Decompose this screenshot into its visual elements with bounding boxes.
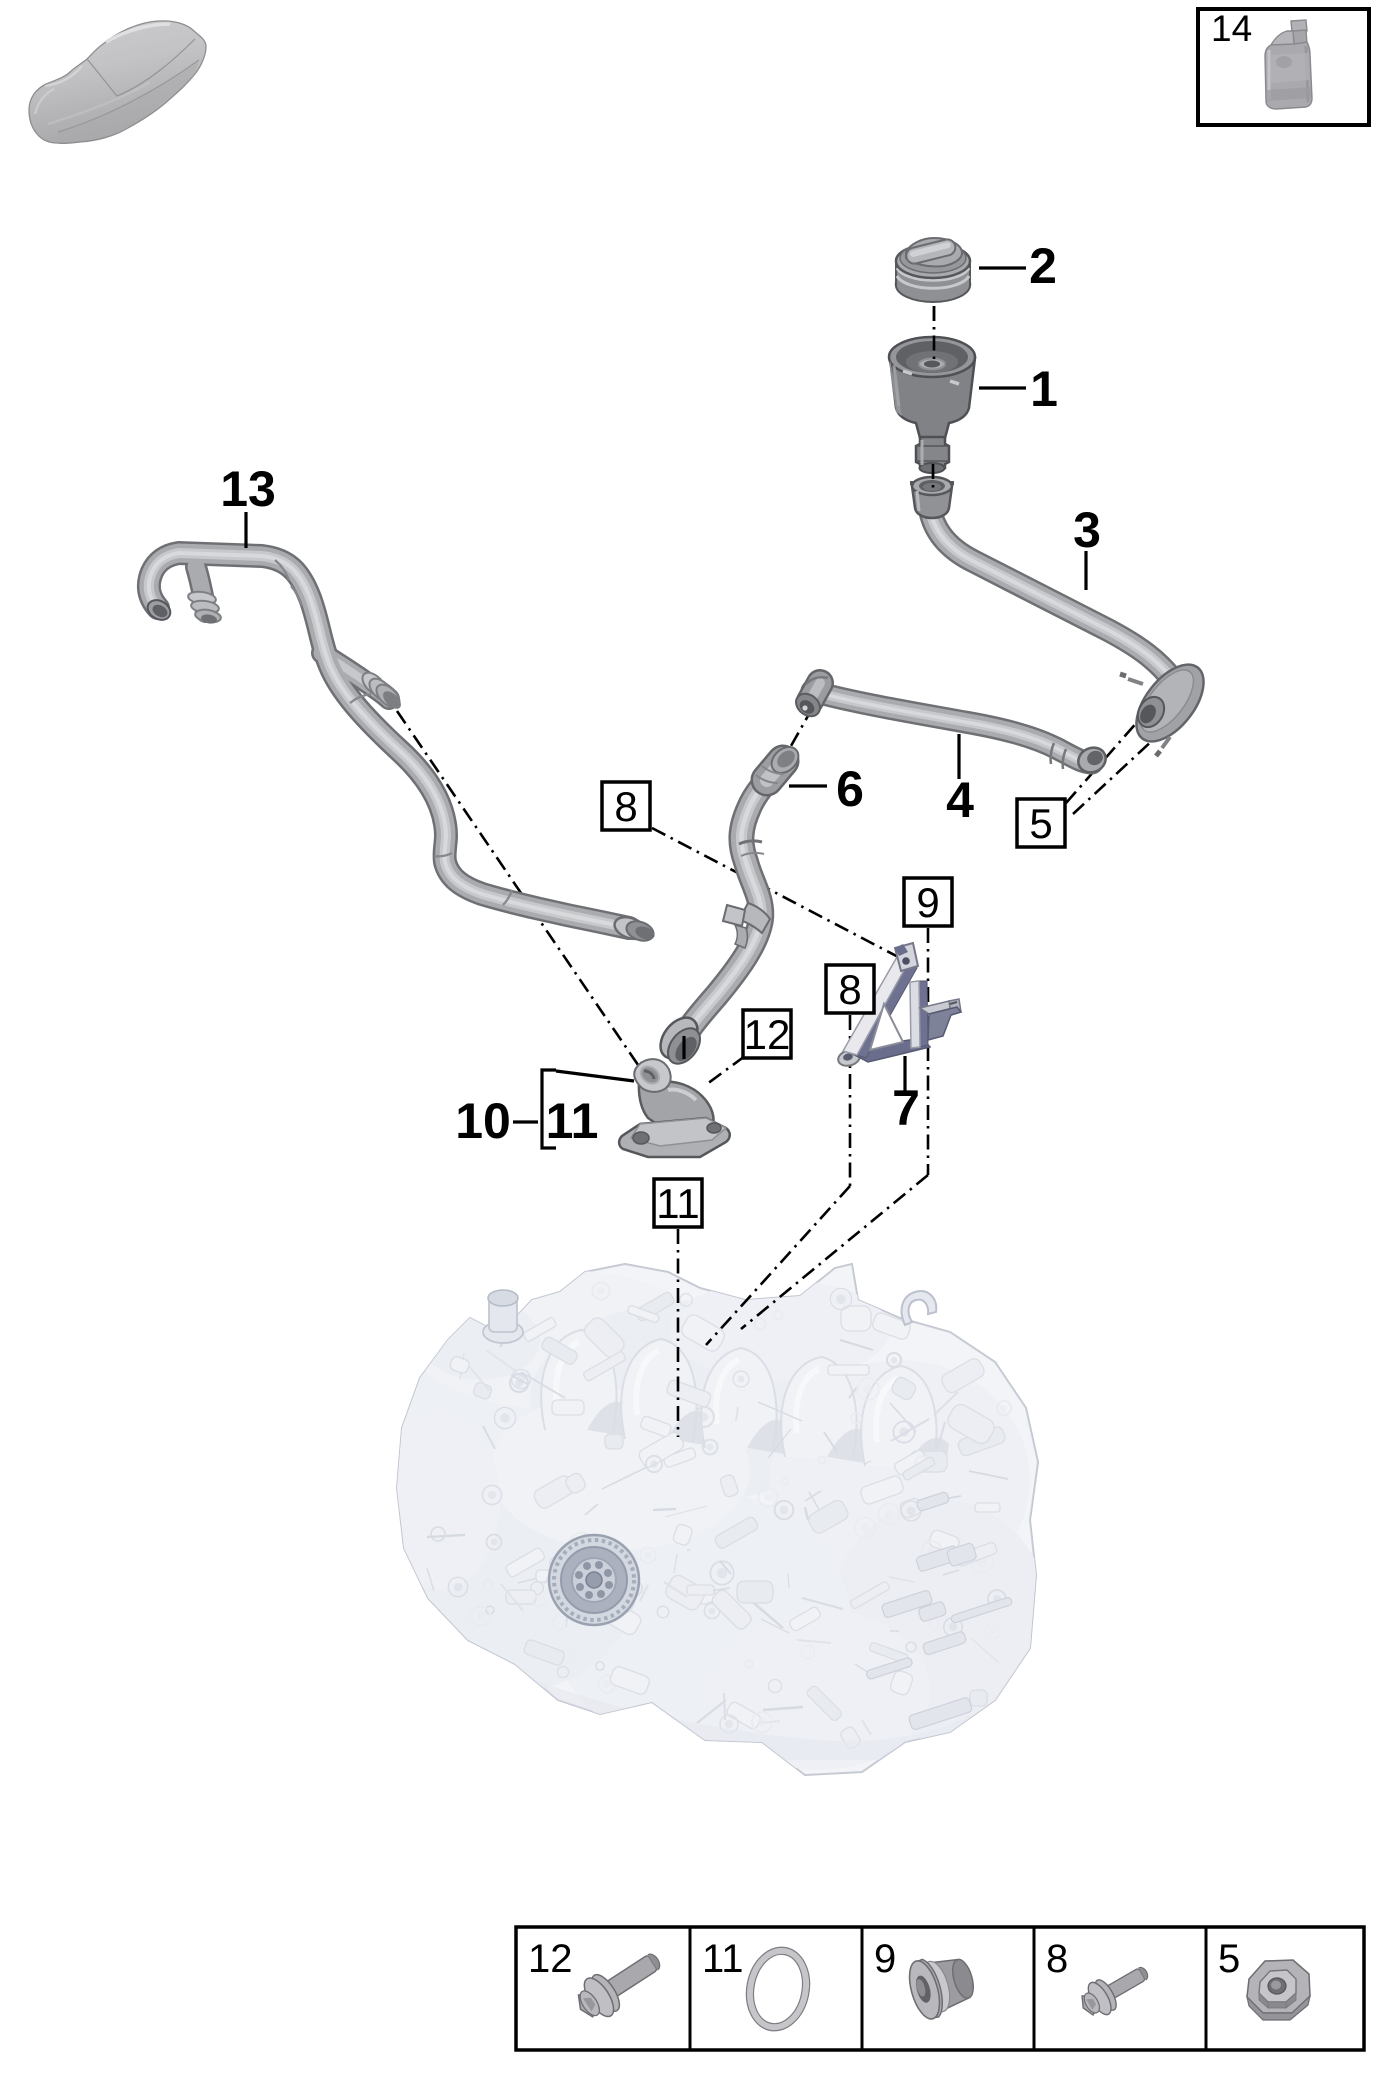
svg-text:13: 13 bbox=[220, 461, 276, 517]
svg-text:8: 8 bbox=[838, 966, 861, 1013]
svg-text:6: 6 bbox=[836, 761, 864, 817]
svg-text:11: 11 bbox=[702, 1937, 744, 1981]
svg-text:12: 12 bbox=[744, 1011, 791, 1058]
svg-text:11: 11 bbox=[656, 1180, 700, 1227]
svg-text:11: 11 bbox=[546, 1093, 599, 1149]
svg-text:8: 8 bbox=[1046, 1937, 1068, 1981]
svg-text:2: 2 bbox=[1029, 238, 1057, 294]
svg-text:9: 9 bbox=[916, 879, 939, 926]
svg-text:5: 5 bbox=[1218, 1937, 1240, 1981]
svg-text:1: 1 bbox=[1030, 361, 1058, 417]
svg-text:3: 3 bbox=[1073, 502, 1101, 558]
svg-text:4: 4 bbox=[946, 772, 974, 828]
svg-text:9: 9 bbox=[874, 1937, 896, 1981]
svg-text:10: 10 bbox=[455, 1093, 511, 1149]
svg-text:8: 8 bbox=[614, 783, 637, 830]
svg-text:14: 14 bbox=[1211, 8, 1252, 49]
svg-text:12: 12 bbox=[528, 1937, 573, 1981]
svg-text:5: 5 bbox=[1029, 800, 1052, 847]
